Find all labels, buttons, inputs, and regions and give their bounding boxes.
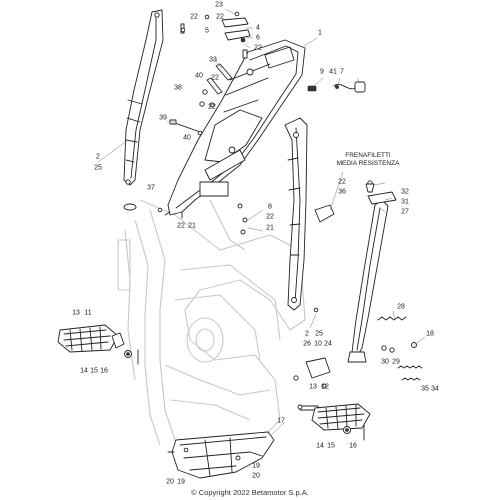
callout-37: 37 xyxy=(147,184,155,192)
callout-12: 12 xyxy=(321,383,329,391)
callout-21: 21 xyxy=(266,224,274,232)
sensor-cable xyxy=(307,81,366,93)
callout-25: 25 xyxy=(94,164,102,172)
callout-22: 22 xyxy=(211,74,219,82)
callout-38: 38 xyxy=(174,84,182,92)
callout-33: 33 xyxy=(209,56,217,64)
top-brackets xyxy=(180,11,251,43)
callout-9: 9 xyxy=(320,68,324,76)
callout-2: 2 xyxy=(305,330,309,338)
callout-22: 22 xyxy=(190,13,198,21)
threadlocker-line1: FRENAFILETTI xyxy=(345,152,391,159)
right-footpeg xyxy=(297,403,371,441)
callout-14: 14 xyxy=(316,442,324,450)
callout-22: 22 xyxy=(216,13,224,21)
springs xyxy=(377,316,423,381)
callout-22: 22 xyxy=(254,44,262,52)
callout-7: 7 xyxy=(340,68,344,76)
callout-18: 18 xyxy=(426,330,434,338)
callout-40: 40 xyxy=(183,134,191,142)
rear-subframe xyxy=(164,39,306,219)
callout-19: 19 xyxy=(177,478,185,486)
callout-32: 32 xyxy=(401,188,409,196)
skid-plate xyxy=(167,431,275,479)
callout-8: 8 xyxy=(268,203,272,211)
callout-27: 27 xyxy=(401,208,409,216)
main-frame-ghost xyxy=(117,199,306,446)
callout-20: 20 xyxy=(166,478,174,486)
left-footpeg xyxy=(57,324,139,365)
threadlocker-line2: MEDIA RESISTENZA xyxy=(336,160,400,167)
threadlocker-note: FRENAFILETTI MEDIA RESISTENZA xyxy=(333,152,403,168)
callout-13: 13 xyxy=(309,383,317,391)
callout-14: 14 xyxy=(80,367,88,375)
left-subframe-rail xyxy=(123,9,164,186)
callout-16: 16 xyxy=(100,367,108,375)
callout-29: 29 xyxy=(392,358,400,366)
callout-41: 41 xyxy=(329,68,337,76)
callout-22: 22 xyxy=(177,222,185,230)
leader-lines xyxy=(97,8,426,437)
callout-21: 21 xyxy=(188,222,196,230)
callout-22: 22 xyxy=(266,213,274,221)
subframe-fasteners xyxy=(169,27,248,136)
callout-16: 16 xyxy=(349,442,357,450)
callout-22: 22 xyxy=(208,103,216,111)
callout-17: 17 xyxy=(277,417,285,425)
callout-31: 31 xyxy=(401,198,409,206)
callout-1: 1 xyxy=(318,29,322,37)
copyright-text: © Copyright 2022 Betamotor S.p.A. xyxy=(191,488,309,497)
callout-11: 11 xyxy=(84,309,92,317)
callout-15: 15 xyxy=(327,442,335,450)
callout-13: 13 xyxy=(72,309,80,317)
callout-2: 2 xyxy=(96,153,100,161)
callout-35: 35 xyxy=(421,385,429,393)
callout-26: 26 xyxy=(303,340,311,348)
callout-22: 22 xyxy=(338,178,346,186)
callout-39: 39 xyxy=(159,114,167,122)
callout-4: 4 xyxy=(256,24,260,32)
callout-5: 5 xyxy=(205,27,209,35)
callout-23: 23 xyxy=(215,1,223,9)
callout-24: 24 xyxy=(324,340,332,348)
callout-20: 20 xyxy=(252,472,260,480)
callout-19: 19 xyxy=(252,462,260,470)
side-stand xyxy=(314,180,397,363)
callout-6: 6 xyxy=(256,34,260,42)
callout-30: 30 xyxy=(381,358,389,366)
callout-28: 28 xyxy=(397,303,405,311)
callout-10: 10 xyxy=(314,340,322,348)
right-strut xyxy=(284,117,308,311)
callout-15: 15 xyxy=(90,367,98,375)
callout-36: 36 xyxy=(338,188,346,196)
callout-34: 34 xyxy=(431,385,439,393)
callout-40: 40 xyxy=(195,72,203,80)
callout-25: 25 xyxy=(315,330,323,338)
